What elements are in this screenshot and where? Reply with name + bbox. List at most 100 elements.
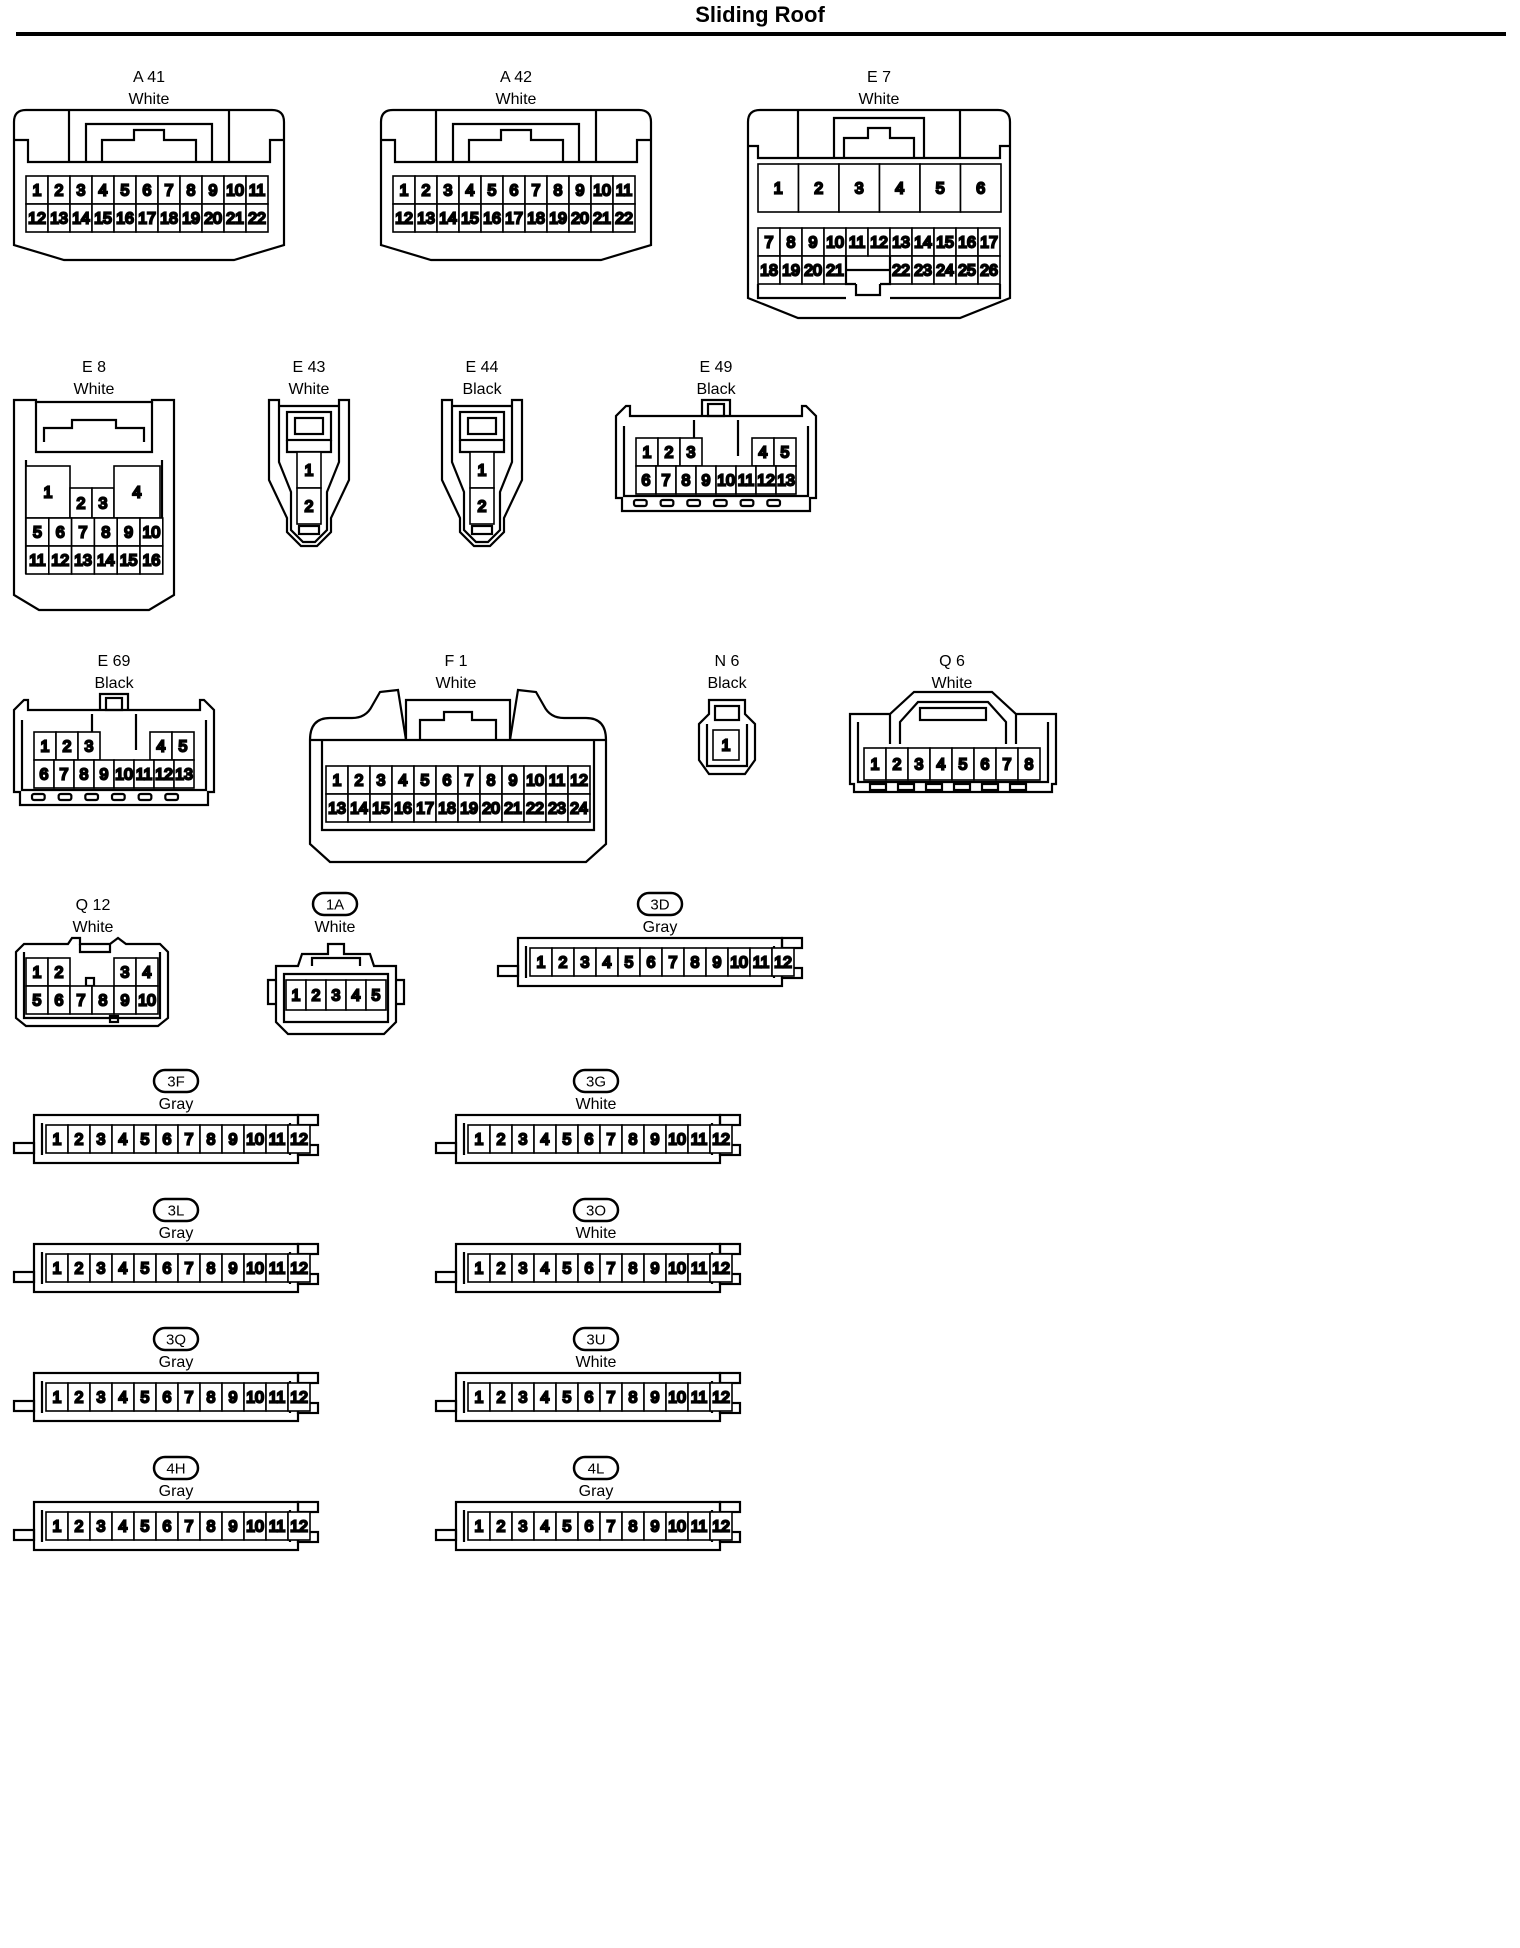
pin-number: 8 <box>691 955 700 972</box>
pin-number: 3 <box>97 1261 106 1278</box>
pin-number: 5 <box>563 1519 572 1536</box>
pin-number: 1 <box>305 463 314 480</box>
pin-number: 7 <box>607 1261 616 1278</box>
pin-number: 12 <box>290 1261 308 1278</box>
pin-number: 11 <box>691 1261 708 1278</box>
pin-number: 9 <box>651 1390 660 1407</box>
pin-number: 1 <box>400 183 409 200</box>
pin-number: 1 <box>53 1390 62 1407</box>
pin-number: 3 <box>85 739 94 756</box>
pin-number: 13 <box>777 473 795 490</box>
pin-number: 9 <box>209 183 218 200</box>
pin-number: 1 <box>643 445 652 462</box>
connector-id: 3G <box>586 1074 606 1091</box>
pin-number: 22 <box>526 801 544 818</box>
pin-number: 5 <box>141 1390 150 1407</box>
pin-number: 4 <box>143 965 152 982</box>
pin-number: 8 <box>629 1390 638 1407</box>
pin-number: 6 <box>443 773 452 790</box>
pin-number: 7 <box>532 183 541 200</box>
pin-number: 5 <box>625 955 634 972</box>
connector-color: White <box>129 91 170 108</box>
pin-number: 7 <box>607 1132 616 1149</box>
pin-number: 18 <box>438 801 456 818</box>
pin-number: 19 <box>782 263 800 280</box>
title-rule <box>16 32 1506 36</box>
pin-number: 10 <box>246 1519 264 1536</box>
pin-number: 9 <box>229 1390 238 1407</box>
pin-number: 1 <box>475 1519 484 1536</box>
pin-number: 16 <box>394 801 412 818</box>
connector-badge <box>152 1068 200 1094</box>
pin-number: 8 <box>629 1132 638 1149</box>
pin-number: 22 <box>248 211 266 228</box>
pin-number: 10 <box>246 1390 264 1407</box>
pin-number: 5 <box>563 1261 572 1278</box>
pin-number: 19 <box>460 801 478 818</box>
connector-id: 4L <box>588 1461 605 1478</box>
pin-number: 9 <box>229 1519 238 1536</box>
pin-number: 21 <box>593 211 611 228</box>
pin-number: 10 <box>143 525 161 542</box>
pin-number: 17 <box>416 801 434 818</box>
pin-number: 3 <box>519 1519 528 1536</box>
pin-number: 3 <box>581 955 590 972</box>
pin-number: 22 <box>892 263 910 280</box>
connector-color: White <box>576 1225 617 1242</box>
pin-number: 1 <box>44 485 53 502</box>
pin-number: 4 <box>541 1519 550 1536</box>
pin-number: 8 <box>187 183 196 200</box>
pin-number: 3 <box>377 773 386 790</box>
connector-id: 3L <box>168 1203 185 1220</box>
pin-number: 10 <box>593 183 611 200</box>
pin-number: 12 <box>155 767 173 784</box>
connector-id: E 7 <box>867 69 891 86</box>
pin-number: 2 <box>665 445 674 462</box>
pin-number: 11 <box>691 1390 708 1407</box>
pin-number: 16 <box>116 211 134 228</box>
connector-color: Gray <box>159 1354 194 1371</box>
connector-color: Black <box>94 675 134 692</box>
pin-number: 8 <box>207 1261 216 1278</box>
pin-number: 6 <box>981 757 990 774</box>
connector-color: White <box>436 675 477 692</box>
pin-number: 6 <box>55 993 64 1010</box>
pin-number: 12 <box>290 1390 308 1407</box>
pin-number: 11 <box>269 1132 286 1149</box>
pin-number: 2 <box>75 1390 84 1407</box>
pin-number: 9 <box>651 1132 660 1149</box>
pin-number: 1 <box>53 1261 62 1278</box>
pin-number: 9 <box>229 1261 238 1278</box>
pin-number: 6 <box>585 1390 594 1407</box>
pin-number: 7 <box>185 1519 194 1536</box>
pin-number: 5 <box>179 739 188 756</box>
pin-number: 22 <box>615 211 633 228</box>
connector-color: Black <box>707 675 747 692</box>
pin-number: 12 <box>290 1519 308 1536</box>
pin-number: 4 <box>133 485 142 502</box>
pin-number: 7 <box>607 1519 616 1536</box>
pin-number: 4 <box>466 183 475 200</box>
pin-number: 15 <box>94 211 112 228</box>
pin-number: 14 <box>350 801 368 818</box>
pin-number: 4 <box>895 181 904 198</box>
pin-number: 8 <box>207 1390 216 1407</box>
pin-number: 3 <box>121 965 130 982</box>
pin-number: 4 <box>759 445 768 462</box>
pin-number: 5 <box>563 1390 572 1407</box>
pin-number: 1 <box>333 773 342 790</box>
connector-id: E 49 <box>700 359 733 376</box>
pin-number: 2 <box>55 965 64 982</box>
connector-color: White <box>859 91 900 108</box>
